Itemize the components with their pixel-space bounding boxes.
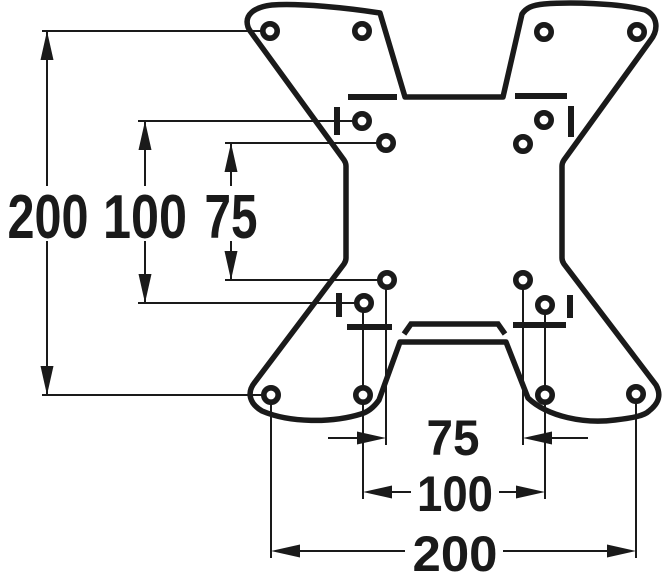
mounting-hole-100-bottom-right <box>534 294 555 315</box>
mounting-hole-200-bottom-right <box>625 383 646 404</box>
dimension-arrow-up <box>40 31 54 60</box>
mounting-hole-200-bottom-left <box>260 384 281 405</box>
plate-outline <box>244 0 662 424</box>
mounting-hole-200-top-left <box>259 20 280 41</box>
dimension-arrow-down <box>138 274 152 303</box>
mounting-hole-top-inner-left <box>351 20 372 41</box>
dimension-arrow-right <box>516 485 545 499</box>
mounting-hole-100-bottom-left <box>353 292 374 313</box>
dimension-arrow-up <box>138 121 152 150</box>
dimension-bottom-100 <box>363 485 545 499</box>
dimension-labels: 200 100 75 75 100 200 <box>8 183 498 582</box>
dimension-arrow-down <box>224 251 238 280</box>
dimension-arrow-left <box>363 485 392 499</box>
dimension-left-200 <box>40 31 54 395</box>
mounting-hole-75-top-left <box>375 133 396 154</box>
slot-marks <box>334 93 574 330</box>
mounting-hole-100-top-left <box>351 111 372 132</box>
dim-label-left-200: 200 <box>8 183 89 252</box>
dimension-arrow-right <box>607 544 636 558</box>
mounting-hole-bottom-inner-left <box>352 384 373 405</box>
dimension-arrow-left <box>271 544 300 558</box>
mounting-hole-bottom-inner-right <box>534 384 555 405</box>
mounting-hole-100-top-right <box>533 110 554 131</box>
dimension-arrow-right <box>357 431 386 445</box>
dimension-arrow-up <box>224 143 238 172</box>
dim-label-bottom-100: 100 <box>417 466 493 522</box>
dimension-bottom-75 <box>328 431 588 445</box>
dimension-arrow-down <box>40 366 54 395</box>
dim-label-bottom-200: 200 <box>413 526 498 582</box>
mounting-hole-top-inner-right <box>533 21 554 42</box>
dimension-left-75 <box>224 143 238 280</box>
dimension-left-100 <box>138 121 152 303</box>
mounting-hole-75-bottom-right <box>512 269 533 290</box>
mounting-holes <box>259 20 647 405</box>
dimension-bottom-200 <box>271 544 636 558</box>
dim-label-bottom-75: 75 <box>427 410 480 466</box>
cable-tab-top-edge <box>401 321 508 336</box>
mounting-hole-75-top-right <box>512 134 533 155</box>
dim-label-left-100: 100 <box>103 183 187 252</box>
dim-label-left-75: 75 <box>205 183 258 252</box>
mounting-hole-75-bottom-left <box>376 269 397 290</box>
mounting-hole-200-top-right <box>626 21 647 42</box>
dimension-arrow-left <box>523 431 552 445</box>
